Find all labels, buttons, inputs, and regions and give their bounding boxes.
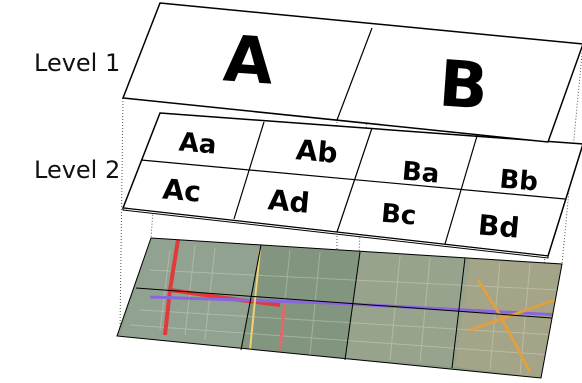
level-1-label: Level 1: [34, 49, 121, 77]
level-2-tile-bc: Bc: [380, 199, 418, 232]
level-1-tile-b: B: [437, 47, 491, 124]
level-2-tile-ac: Ac: [161, 172, 202, 208]
level-1-tile-a: A: [221, 22, 276, 99]
level-2-tile-aa: Aa: [178, 127, 218, 160]
level-2-tile-ad: Ad: [267, 183, 311, 220]
map-layer: [117, 238, 562, 378]
level-2-layer: [121, 112, 582, 259]
map-tile-grid: [116, 237, 563, 379]
level-2-tile-ab: Ab: [295, 133, 339, 170]
level-2-label: Level 2: [34, 156, 121, 184]
level-2-tile-ba: Ba: [401, 156, 441, 189]
level-1-layer: [121, 2, 582, 143]
level-2-tile-bb: Bb: [498, 164, 539, 197]
level-2-tile-bd: Bd: [477, 208, 521, 244]
